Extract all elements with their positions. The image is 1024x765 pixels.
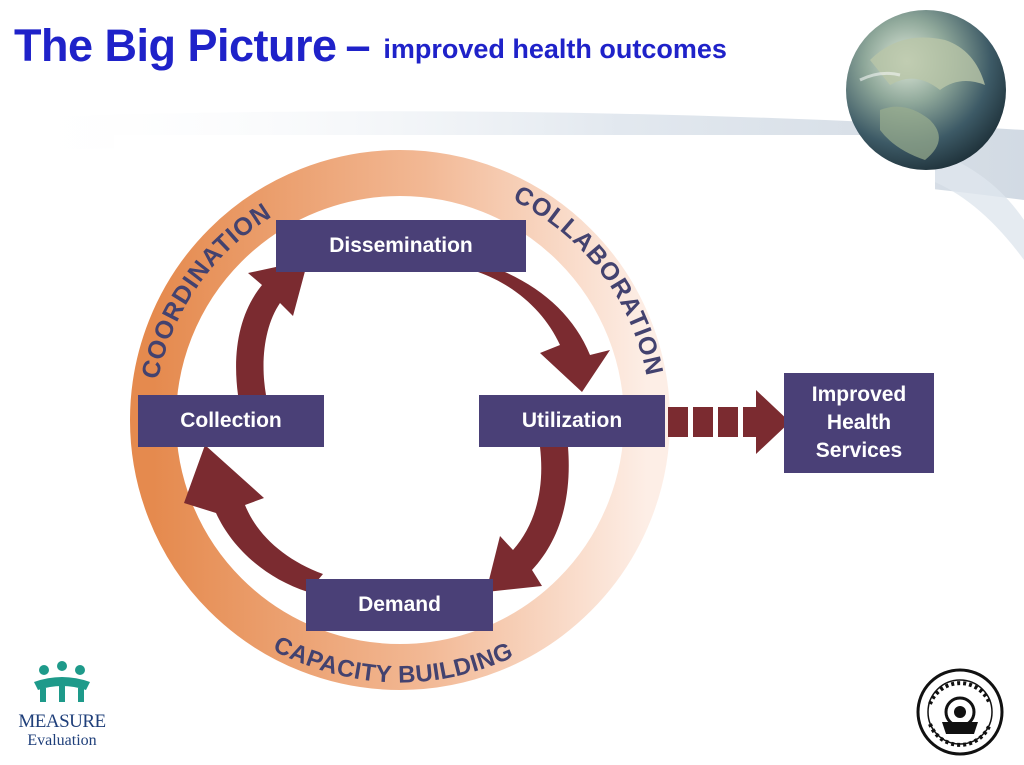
- measure-evaluation-logo: MEASURE Evaluation: [14, 660, 110, 750]
- slide-title: The Big Picture – improved health outcom…: [14, 20, 727, 72]
- node-demand-label: Demand: [358, 593, 441, 616]
- improved-line-3: Services: [815, 439, 903, 462]
- measure-logo-figures: [34, 661, 90, 702]
- arrow-dissemination-to-utilization: [478, 272, 610, 392]
- improved-line-1: Improved: [811, 383, 907, 406]
- title-dash: –: [345, 20, 371, 71]
- cycle-arrows: [184, 260, 610, 592]
- globe-icon: [846, 10, 1006, 170]
- logo-measure-text: MEASURE: [18, 711, 106, 732]
- node-collection-label: Collection: [180, 409, 282, 432]
- node-utilization: Utilization: [479, 395, 665, 447]
- node-collection: Collection: [138, 395, 324, 447]
- logo-evaluation-text: Evaluation: [27, 732, 97, 749]
- university-seal: [916, 668, 1004, 756]
- node-dissemination-label: Dissemination: [329, 234, 473, 257]
- output-arrow: [668, 390, 790, 454]
- node-dissemination: Dissemination: [276, 220, 526, 272]
- title-subtitle: improved health outcomes: [383, 34, 727, 64]
- improved-line-2: Health: [826, 411, 892, 434]
- node-improved-health-services: Improved Health Services: [784, 373, 934, 473]
- arrow-demand-to-collection: [184, 445, 323, 592]
- title-main: The Big Picture: [14, 20, 337, 71]
- node-demand: Demand: [306, 579, 493, 631]
- arrow-utilization-to-demand: [486, 447, 569, 592]
- node-utilization-label: Utilization: [521, 409, 623, 432]
- arrow-collection-to-dissemination: [236, 260, 308, 395]
